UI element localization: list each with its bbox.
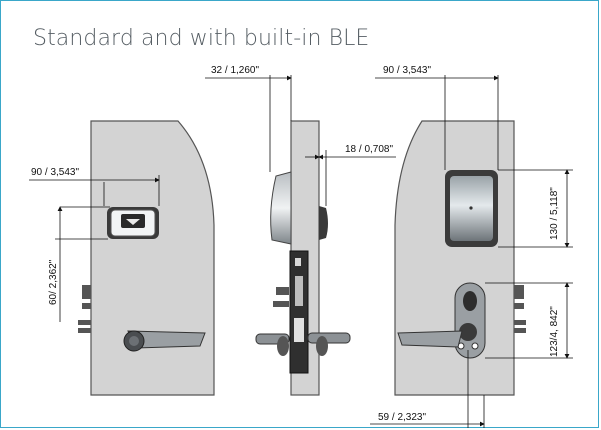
front-lever-handle bbox=[123, 330, 206, 352]
front-view: 90 / 3,543" 60/ 2,362" bbox=[29, 120, 215, 396]
front-reader-unit bbox=[107, 207, 159, 239]
back-view: 90 / 3,543" 130 / 5,118" 123/4, 842" 59 … bbox=[370, 65, 573, 428]
back-reader-unit bbox=[445, 170, 498, 247]
back-width-label: 90 / 3,543" bbox=[383, 65, 431, 76]
back-door-panel bbox=[394, 120, 515, 396]
front-height-label: 60/ 2,362" bbox=[48, 259, 59, 305]
back-escutcheon bbox=[454, 282, 486, 359]
side-mid-label: 18 / 0,708" bbox=[345, 144, 393, 155]
front-hinge-brackets bbox=[78, 285, 91, 333]
side-lock-body bbox=[289, 250, 309, 374]
side-reader-bulge bbox=[270, 171, 292, 245]
side-view: 32 / 1,260" 18 / 0,708" bbox=[205, 65, 396, 396]
front-width-label: 90 / 3,543" bbox=[31, 167, 79, 178]
back-hinge-brackets bbox=[514, 285, 526, 333]
back-bottom-width-label: 59 / 2,323" bbox=[378, 412, 426, 423]
front-door-panel bbox=[90, 120, 215, 396]
back-lower-height-label: 123/4, 842" bbox=[549, 306, 560, 357]
back-lever bbox=[397, 330, 463, 348]
side-top-label: 32 / 1,260" bbox=[211, 65, 259, 76]
back-height-label: 130 / 5,118" bbox=[549, 187, 560, 240]
side-lever-handles bbox=[255, 332, 351, 356]
figure-title: Standard and with built-in BLE bbox=[33, 26, 370, 51]
